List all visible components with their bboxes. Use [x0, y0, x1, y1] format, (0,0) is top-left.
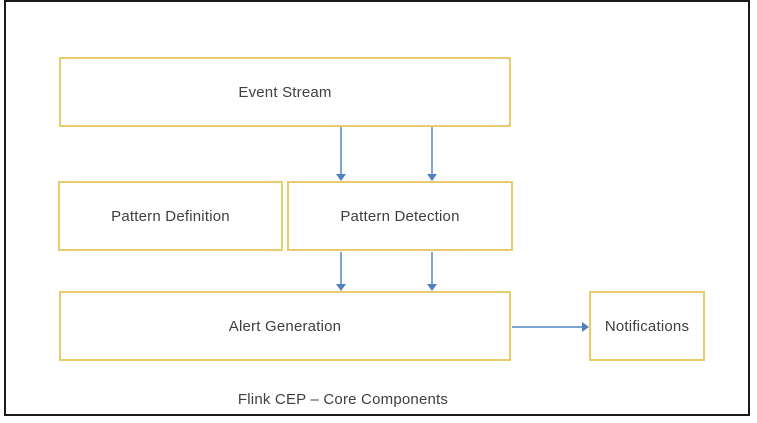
node-pattern-definition: Pattern Definition [58, 181, 283, 251]
node-pattern-detection-label: Pattern Detection [340, 207, 460, 225]
arrowhead-down-icon [427, 174, 437, 181]
node-event-stream: Event Stream [59, 57, 511, 127]
connector-line-eventstream-patterndetection-2 [431, 127, 433, 174]
node-notifications-label: Notifications [604, 317, 690, 335]
connector-line-eventstream-patterndetection-1 [340, 127, 342, 174]
arrowhead-down-icon [427, 284, 437, 291]
arrowhead-right-icon [582, 322, 589, 332]
arrowhead-down-icon [336, 284, 346, 291]
diagram-caption: Flink CEP – Core Components [237, 391, 449, 408]
node-alert-generation: Alert Generation [59, 291, 511, 361]
connector-line-patterndetection-alertgeneration-1 [340, 252, 342, 284]
node-notifications: Notifications [589, 291, 705, 361]
arrowhead-down-icon [336, 174, 346, 181]
connector-line-patterndetection-alertgeneration-2 [431, 252, 433, 284]
node-event-stream-label: Event Stream [238, 83, 332, 101]
node-pattern-definition-label: Pattern Definition [111, 207, 230, 225]
node-pattern-detection: Pattern Detection [287, 181, 513, 251]
connector-line-alertgeneration-notifications [512, 326, 582, 328]
node-alert-generation-label: Alert Generation [228, 317, 342, 335]
